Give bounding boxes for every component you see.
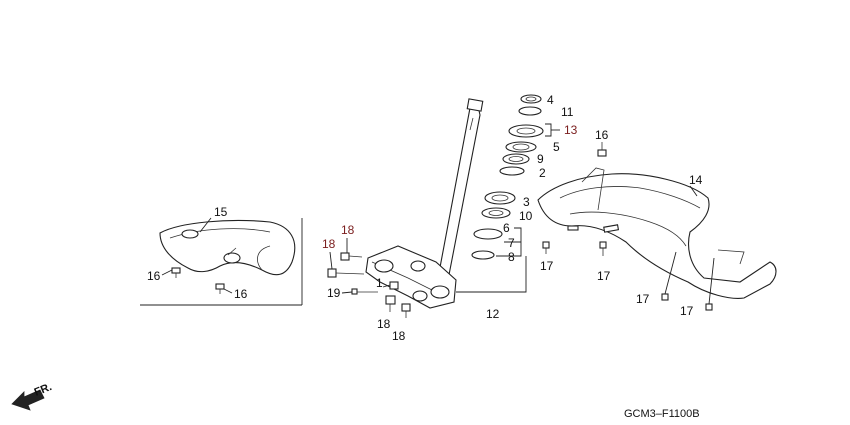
screw-16-frame (597, 142, 607, 157)
bolt-19 (351, 288, 378, 295)
bearing-race-5 (505, 141, 537, 153)
front-cover-part (159, 219, 296, 276)
callout-18-lower-1: 18 (377, 317, 391, 331)
callout-7: 7 (508, 236, 515, 250)
callout-5: 5 (553, 140, 560, 154)
callout-4: 4 (547, 93, 554, 107)
steel-ball-10 (481, 207, 511, 219)
screw-17-c (661, 293, 669, 301)
bottom-race-6 (473, 228, 503, 240)
front-frame-part (537, 167, 777, 299)
callout-15: 15 (214, 205, 228, 219)
direction-label: FR. (33, 381, 54, 399)
callout-16-left: 16 (147, 269, 161, 283)
callout-17-b: 17 (597, 269, 611, 283)
lock-nut-4 (520, 94, 542, 104)
callout-12: 12 (486, 307, 500, 321)
callout-18-left: 18 (322, 237, 336, 251)
callout-2: 2 (539, 166, 546, 180)
callout-17-d: 17 (680, 304, 694, 318)
diagram-code: GCM3–F1100B (624, 408, 700, 420)
callout-10: 10 (519, 209, 533, 223)
callout-1: 1 (376, 276, 383, 290)
callout-16-bottom: 16 (234, 287, 248, 301)
cover-border (140, 218, 303, 306)
callout-8: 8 (508, 250, 515, 264)
washer-11 (518, 106, 542, 116)
bolt-18-top (340, 252, 363, 261)
callout-16-frame: 16 (595, 128, 609, 142)
callout-18-top: 18 (341, 223, 355, 237)
callout-17-a: 17 (540, 259, 554, 273)
bottom-cone-race-3 (484, 191, 516, 205)
screw-17-d (705, 303, 713, 311)
bolt-18-left (327, 268, 365, 278)
steel-ball-9 (502, 153, 530, 165)
dust-seal-2 (499, 166, 525, 176)
callout-14: 14 (689, 173, 703, 187)
callout-18-lower-2: 18 (392, 329, 406, 343)
dust-seal-8 (471, 250, 495, 260)
callout-17-c: 17 (636, 292, 650, 306)
callout-13: 13 (564, 123, 578, 137)
bolt-18-lower-1 (385, 295, 396, 312)
callout-19: 19 (327, 286, 341, 300)
screw-17-a (542, 241, 550, 254)
callout-3: 3 (523, 195, 530, 209)
steering-stem-part (365, 98, 484, 309)
callout-6: 6 (503, 221, 510, 235)
callout-9: 9 (537, 152, 544, 166)
screw-16-left (171, 267, 181, 278)
forward-direction-arrow-icon (11, 389, 45, 411)
screw-17-b (599, 241, 607, 256)
bolt-18-lower-2 (401, 303, 411, 318)
callout-11: 11 (561, 105, 574, 119)
screw-16-bottom (215, 283, 225, 294)
adjusting-nut-13 (508, 124, 544, 138)
bolt-1 (389, 281, 399, 290)
